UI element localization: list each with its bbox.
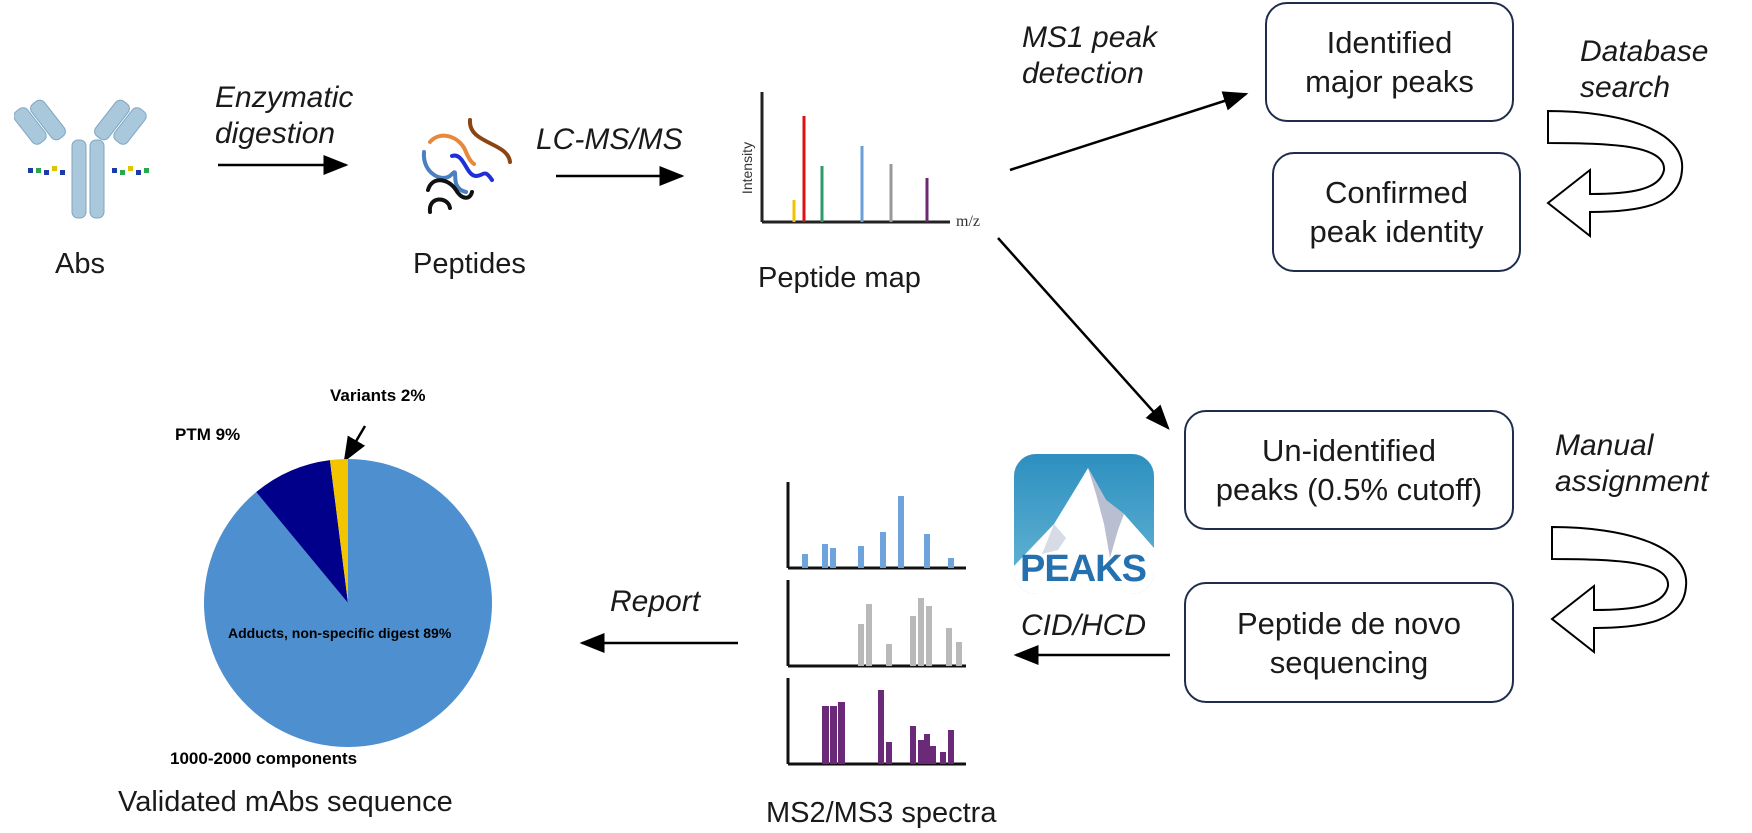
validated-label: Validated mAbs sequence [118, 786, 453, 818]
arrow-variants [343, 425, 367, 463]
peptide-map-spectrum: Intensity m/z [739, 92, 980, 230]
pie-slice-variants [329, 459, 348, 603]
pie-label-variants: Variants 2% [330, 386, 426, 405]
manual-assignment-curved-arrow [1550, 525, 1688, 655]
ms2-ms3-spectra [786, 482, 966, 766]
database-search-curved-arrow [1546, 109, 1684, 239]
arrow-ms1 [1009, 91, 1249, 172]
mountain-icon [1014, 468, 1154, 594]
peaks-logo: PEAKS [1014, 454, 1154, 594]
pie-slice-ptm [256, 460, 348, 603]
components-pie-chart [204, 459, 492, 747]
peptides-label: Peptides [413, 248, 526, 280]
cid-hcd-label: CID/HCD [1021, 609, 1146, 642]
x-axis-label: m/z [956, 213, 980, 230]
report-label: Report [610, 585, 701, 618]
pie-caption: 1000-2000 components [170, 749, 358, 768]
peaks-logo-text: PEAKS [1020, 548, 1147, 590]
ms2-spectra-label: MS2/MS3 spectra [766, 797, 997, 829]
abs-label: Abs [55, 248, 105, 280]
pie-label-adducts: Adducts, non-specific digest 89% [228, 625, 452, 641]
arrow-unidentified [997, 237, 1170, 430]
y-axis-label: Intensity [739, 142, 755, 194]
peptide-map-label: Peptide map [758, 262, 921, 294]
pie-label-ptm: PTM 9% [175, 425, 241, 444]
peptides-icon [421, 118, 512, 214]
lcms-label: LC-MS/MS [536, 123, 683, 156]
antibody-icon [14, 99, 149, 219]
